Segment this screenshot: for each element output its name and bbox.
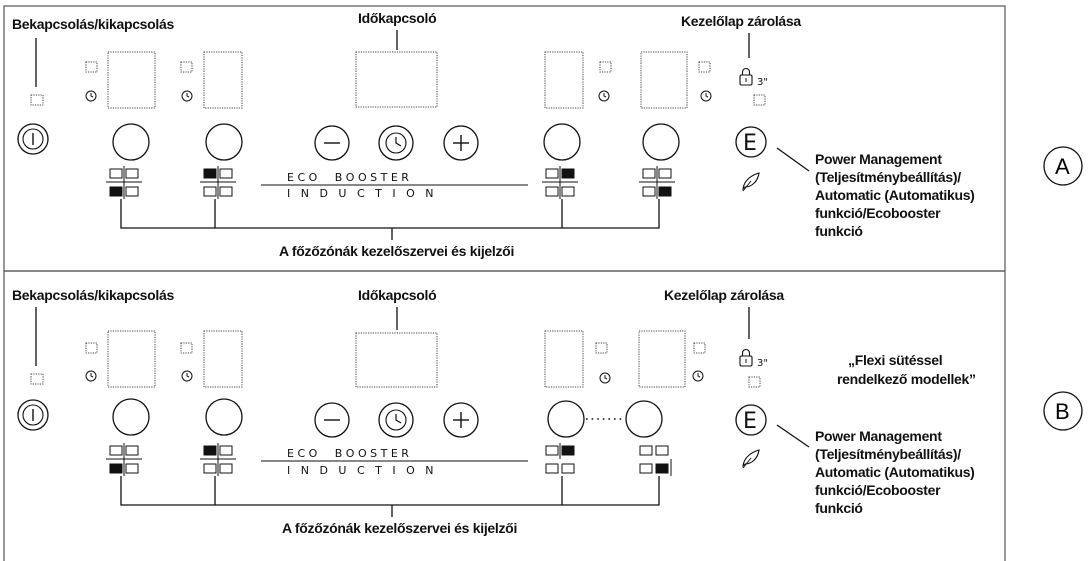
zone-display-1-small bbox=[85, 61, 98, 73]
lock-label: Kezelőlap zárolása bbox=[664, 287, 784, 303]
power-label-line-1: Power Management bbox=[815, 151, 942, 167]
power-label-line-4: funkció/Ecobooster bbox=[815, 205, 941, 221]
zone-display-4-small bbox=[698, 61, 711, 73]
zone-timer-icon-4 bbox=[692, 370, 704, 382]
power-label-line-5: funkció bbox=[815, 500, 863, 516]
power-label-line-4: funkció/Ecobooster bbox=[815, 482, 941, 498]
power-label-line-2: (Teljesítménybeállítás)/ bbox=[815, 169, 961, 185]
zone-display-3-small bbox=[595, 342, 608, 354]
lock-time: 3" bbox=[757, 77, 768, 88]
lock-time: 3" bbox=[757, 358, 768, 369]
lock-label: Kezelőlap zárolása bbox=[681, 13, 801, 29]
zone-display-2 bbox=[203, 51, 243, 109]
zone-indicator-3 bbox=[542, 166, 578, 199]
induction-text: I N D U C T I O N bbox=[287, 464, 433, 477]
lock-icon bbox=[739, 67, 753, 86]
on-off-button[interactable] bbox=[17, 399, 49, 431]
zones-label: A főzőzónák kezelőszervei és kijelzői bbox=[282, 520, 517, 536]
on-off-label: Bekapcsolás/kikapcsolás bbox=[12, 287, 174, 303]
induction-text: I N D U C T I O N bbox=[287, 187, 433, 200]
zone-timer-icon-2 bbox=[181, 370, 193, 382]
zone-display-4-small bbox=[693, 342, 706, 354]
flexi-zone-button-right[interactable] bbox=[625, 400, 663, 438]
svg-text:B: B bbox=[1055, 399, 1070, 424]
power-label-line-5: funkció bbox=[815, 223, 863, 239]
timer-button[interactable] bbox=[378, 125, 414, 161]
zone-timer-icon-1 bbox=[85, 370, 97, 382]
timer-button[interactable] bbox=[378, 402, 414, 438]
zone-indicator-3 bbox=[545, 443, 575, 474]
panel-a-letter: A bbox=[1043, 146, 1083, 186]
plus-button[interactable] bbox=[443, 125, 479, 161]
eco-leaf-icon bbox=[742, 172, 760, 192]
zone-display-3-small bbox=[599, 61, 612, 73]
timer-label: Időkapcsoló bbox=[358, 287, 436, 303]
zone-timer-icon-1 bbox=[85, 90, 97, 102]
zone-button-1[interactable] bbox=[112, 123, 150, 161]
timer-display bbox=[355, 51, 438, 108]
zone-timer-icon-2 bbox=[181, 90, 193, 102]
minus-button[interactable] bbox=[314, 402, 350, 438]
lock-icon bbox=[739, 348, 753, 367]
zone-indicator-4 bbox=[639, 445, 672, 476]
power-management-button[interactable]: E bbox=[735, 126, 767, 158]
zone-display-2-small bbox=[180, 342, 193, 354]
panel-b: Bekapcsolás/kikapcsolás Időkapcsoló Keze… bbox=[12, 287, 1083, 536]
zone-indicator-2 bbox=[200, 166, 236, 199]
zone-display-4 bbox=[640, 51, 688, 109]
flexi-label-line-2: rendelkező modellek” bbox=[837, 371, 976, 387]
eco-booster-text: E C O B O O S T E R bbox=[287, 447, 409, 460]
zone-display-2 bbox=[203, 330, 243, 388]
panel-a: Bekapcsolás/kikapcsolás Időkapcsoló Keze… bbox=[12, 10, 1083, 259]
zone-button-3[interactable] bbox=[543, 123, 581, 161]
power-label-line-3: Automatic (Automatikus) bbox=[815, 464, 975, 480]
zone-indicator-1 bbox=[106, 443, 142, 476]
zone-timer-icon-3 bbox=[599, 372, 611, 384]
zone-button-4[interactable] bbox=[642, 123, 680, 161]
zone-button-1[interactable] bbox=[112, 398, 150, 436]
svg-text:E: E bbox=[743, 409, 757, 434]
eco-leaf-icon bbox=[742, 449, 760, 469]
zone-button-2[interactable] bbox=[205, 398, 243, 436]
zones-label: A főzőzónák kezelőszervei és kijelzői bbox=[279, 243, 514, 259]
on-off-label: Bekapcsolás/kikapcsolás bbox=[12, 16, 174, 32]
timer-label: Időkapcsoló bbox=[358, 10, 436, 26]
lock-indicator bbox=[748, 376, 761, 388]
zone-display-1 bbox=[107, 330, 156, 388]
zone-display-2-small bbox=[180, 61, 193, 73]
eco-booster-text: E C O B O O S T E R bbox=[287, 171, 409, 184]
zone-timer-icon-3 bbox=[598, 90, 610, 102]
zone-display-4 bbox=[638, 330, 686, 388]
power-label-line-1: Power Management bbox=[815, 428, 942, 444]
plus-button[interactable] bbox=[443, 402, 479, 438]
on-off-button[interactable] bbox=[17, 123, 49, 155]
zone-display-1 bbox=[107, 51, 156, 109]
zone-indicator-1 bbox=[106, 166, 142, 199]
zone-button-2[interactable] bbox=[205, 123, 243, 161]
power-label-line-3: Automatic (Automatikus) bbox=[815, 187, 975, 203]
power-label-line-2: (Teljesítménybeállítás)/ bbox=[815, 446, 961, 462]
zone-indicator-2 bbox=[200, 443, 236, 476]
timer-display bbox=[355, 332, 438, 388]
power-management-button[interactable]: E bbox=[735, 404, 767, 436]
svg-text:E: E bbox=[743, 131, 757, 156]
zone-display-3 bbox=[544, 51, 584, 109]
panel-b-letter: B bbox=[1043, 391, 1083, 431]
minus-button[interactable] bbox=[314, 125, 350, 161]
on-off-indicator bbox=[30, 94, 44, 106]
svg-text:A: A bbox=[1055, 154, 1070, 179]
lock-indicator bbox=[753, 94, 766, 106]
flexi-label-line-1: „Flexi sütéssel bbox=[848, 352, 942, 368]
zone-indicator-4 bbox=[639, 166, 675, 199]
zone-display-1-small bbox=[85, 342, 98, 354]
on-off-indicator bbox=[30, 373, 44, 385]
zone-display-3 bbox=[544, 330, 584, 388]
flexi-zone-button-left[interactable] bbox=[547, 400, 585, 438]
zone-timer-icon-4 bbox=[700, 90, 712, 102]
